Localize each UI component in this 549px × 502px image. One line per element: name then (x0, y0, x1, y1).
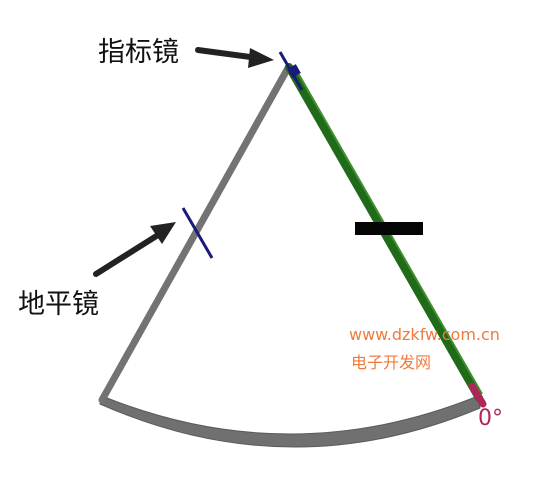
horizon-mirror-arrow-head (150, 222, 176, 244)
watermark-site-name: 电子开发网 (351, 353, 432, 372)
index-mirror-label: 指标镜 (98, 37, 179, 68)
index-mirror-arrow-shaft (195, 47, 261, 61)
index-mirror-mount (287, 64, 301, 78)
index-arm-clamp (355, 222, 423, 235)
horizon-mirror-arrow-shaft (93, 232, 161, 277)
graduated-arc (99, 395, 481, 448)
index-mirror-arrow-head (248, 48, 274, 68)
watermark-url: www.dzkfw.com.cn (349, 325, 500, 344)
horizon-mirror-label: 地平镜 (18, 289, 99, 320)
index-arm-tip (468, 382, 487, 408)
horizon-mirror (181, 207, 214, 259)
zero-degree-label: 0° (478, 406, 503, 431)
frame-left-leg (98, 64, 292, 404)
